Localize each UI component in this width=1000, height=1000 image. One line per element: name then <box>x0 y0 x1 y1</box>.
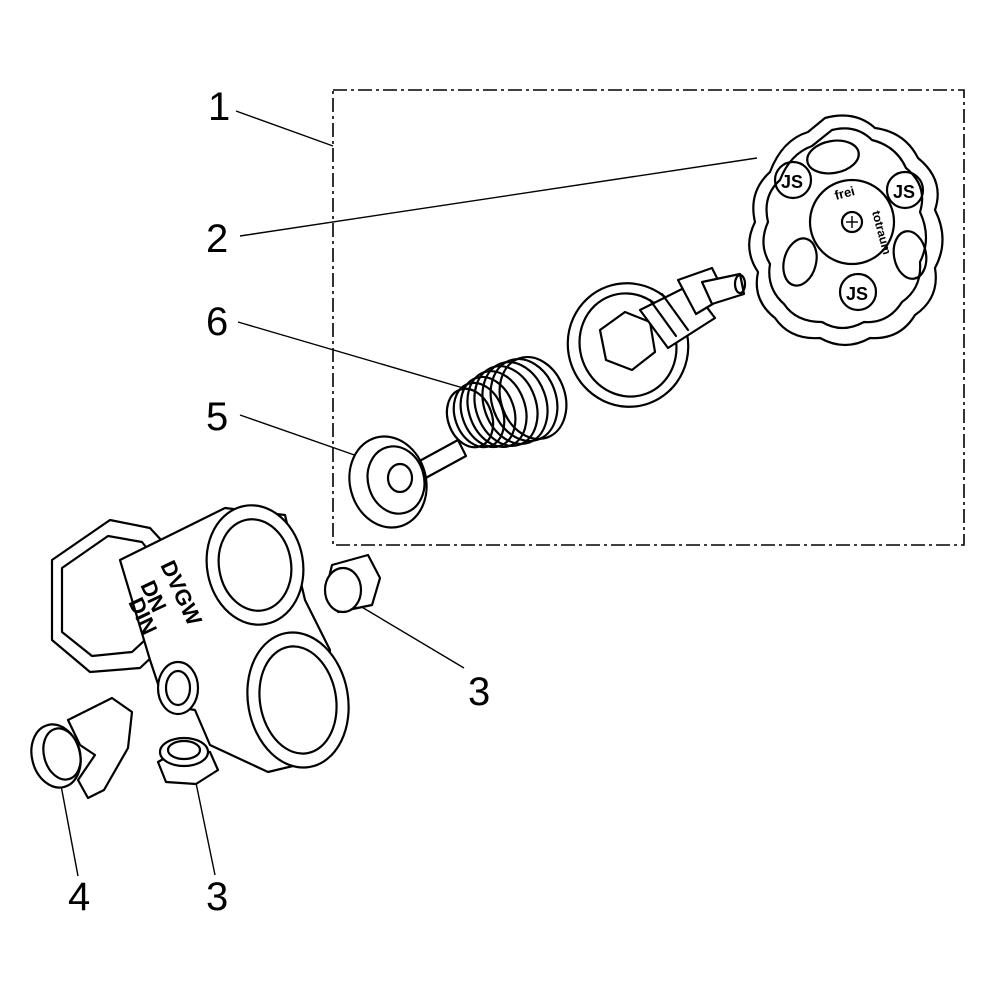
plug-upper <box>323 553 382 614</box>
leader-6 <box>237 321 471 391</box>
callout-4: 4 <box>68 875 90 919</box>
leader-3a <box>359 605 465 669</box>
valve-body: DVGW DN DIN <box>50 504 350 774</box>
plug-lower <box>156 736 220 786</box>
drain-valve <box>30 696 134 800</box>
wheel-logo-1: JS <box>781 172 803 192</box>
leader-2 <box>239 157 758 237</box>
callout-2: 2 <box>206 217 228 261</box>
callout-3-lower: 3 <box>206 875 228 919</box>
callout-5: 5 <box>206 395 228 439</box>
leader-lines <box>59 110 758 877</box>
leader-4 <box>59 779 79 877</box>
valve-top <box>566 266 747 408</box>
handwheel: JS JS JS frei totraum <box>748 114 944 347</box>
callout-3-upper: 3 <box>468 670 490 714</box>
valve-disc <box>348 435 468 529</box>
wheel-logo-3: JS <box>846 284 868 304</box>
spring <box>445 355 568 449</box>
wheel-text-frei: frei <box>833 183 856 203</box>
wheel-logo-2: JS <box>893 182 915 202</box>
callout-1: 1 <box>208 85 230 129</box>
callout-6: 6 <box>206 300 228 344</box>
leader-3b <box>194 777 216 876</box>
leader-5 <box>239 414 364 459</box>
assembly-boundary <box>332 89 965 546</box>
leader-1 <box>235 110 334 147</box>
